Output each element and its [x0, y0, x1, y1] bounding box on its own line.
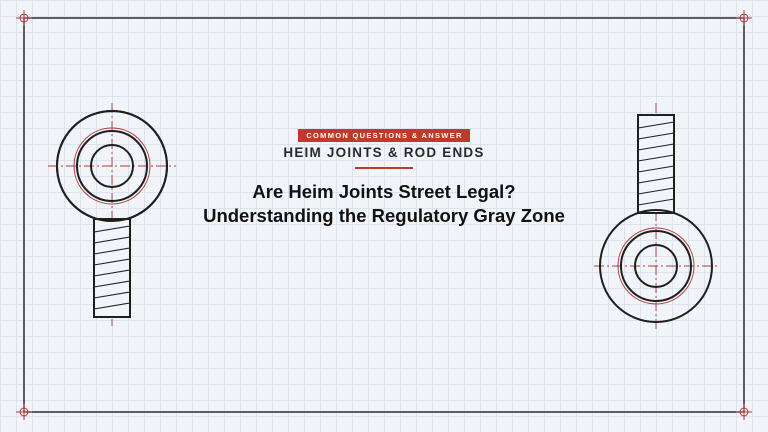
category-badge-label: COMMON QUESTIONS & ANSWER — [298, 129, 470, 142]
accent-divider — [355, 167, 413, 169]
page-title: Are Heim Joints Street Legal? Understand… — [0, 180, 768, 228]
section-subtitle: HEIM JOINTS & ROD ENDS — [283, 145, 485, 160]
page-title-line-2: Understanding the Regulatory Gray Zone — [203, 205, 565, 226]
page-title-line-1: Are Heim Joints Street Legal? — [252, 181, 516, 202]
rod-end-left-drawing — [48, 103, 176, 326]
rod-end-right-drawing — [594, 103, 718, 330]
corner-registration-mark — [16, 10, 752, 420]
category-badge: COMMON QUESTIONS & ANSWER — [0, 125, 768, 143]
drawing-frame — [23, 17, 745, 413]
